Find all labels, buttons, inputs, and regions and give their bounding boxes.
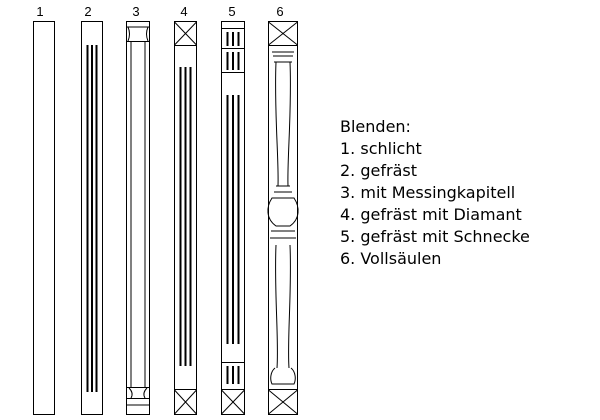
legend-item-2: 2. gefräst <box>340 161 417 180</box>
panel-1-plain <box>33 21 55 415</box>
legend-item-1: 1. schlicht <box>340 139 422 158</box>
legend: Blenden: 1. schlicht 2. gefräst 3. mit M… <box>340 116 530 270</box>
panel-6-full-column <box>267 21 299 415</box>
legend-title: Blenden: <box>340 117 411 136</box>
legend-item-3: 3. mit Messingkapitell <box>340 183 516 202</box>
panel-number-1: 1 <box>36 4 44 19</box>
legend-item-5: 5. gefräst mit Schnecke <box>340 227 530 246</box>
panel-number-2: 2 <box>84 4 92 19</box>
panel-5-scroll <box>221 21 245 415</box>
panel-3-brass-capital <box>126 21 150 415</box>
legend-item-6: 6. Vollsäulen <box>340 249 442 268</box>
legend-item-4: 4. gefräst mit Diamant <box>340 205 522 224</box>
panel-number-5: 5 <box>228 4 236 19</box>
panel-number-6: 6 <box>276 4 284 19</box>
panel-2-fluted <box>81 21 103 415</box>
panel-number-4: 4 <box>180 4 188 19</box>
panel-number-3: 3 <box>132 4 140 19</box>
panel-4-diamond <box>174 21 197 415</box>
